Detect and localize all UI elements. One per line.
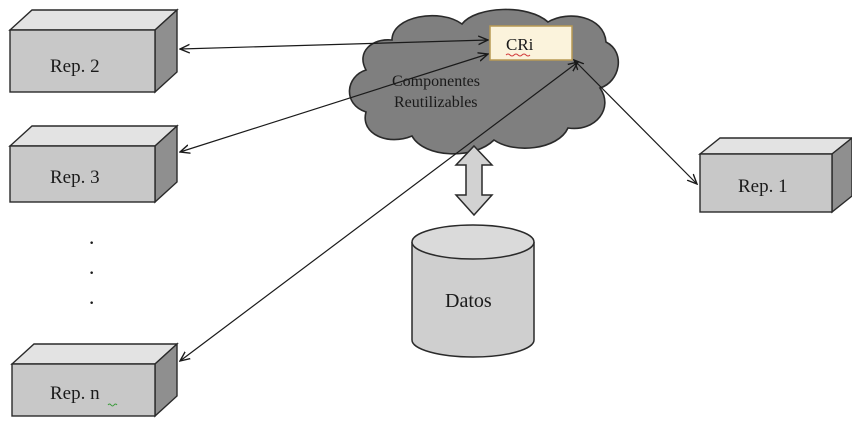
- rep-3-label: Rep. 3: [50, 167, 100, 188]
- ellipsis-dot-2: ·: [88, 260, 95, 285]
- cri-box: CRi: [489, 25, 573, 61]
- connector-arrows: [180, 40, 697, 361]
- repository-rep-n: Rep. n: [10, 342, 179, 418]
- arrow-cri-rep-1: [574, 60, 697, 184]
- repository-rep-2: Rep. 2: [8, 8, 179, 94]
- rep-n-label: Rep. n: [50, 383, 100, 404]
- arrow-cri-rep-n: [180, 62, 578, 361]
- grammar-underline: [107, 403, 118, 407]
- ellipsis-dot-1: ·: [88, 230, 95, 255]
- repository-rep-1: Rep. 1: [698, 137, 852, 214]
- double-arrow-cloud-database: [454, 144, 494, 217]
- spellcheck-underline: [505, 53, 531, 57]
- cri-label: CRi: [506, 35, 534, 54]
- rep-2-label: Rep. 2: [50, 56, 100, 77]
- arrow-cri-rep-2: [180, 40, 488, 49]
- vertical-ellipsis: · · ·: [88, 230, 95, 315]
- cri-box-shape: [489, 25, 573, 61]
- ellipsis-dot-3: ·: [88, 290, 95, 315]
- database-label: Datos: [445, 290, 492, 312]
- cloud-label-line1: Componentes: [392, 73, 480, 90]
- cloud-label-line2: Reutilizables: [394, 94, 478, 111]
- rep-1-label: Rep. 1: [738, 176, 788, 197]
- repository-rep-3: Rep. 3: [8, 124, 179, 204]
- database-cylinder: Datos: [411, 224, 535, 358]
